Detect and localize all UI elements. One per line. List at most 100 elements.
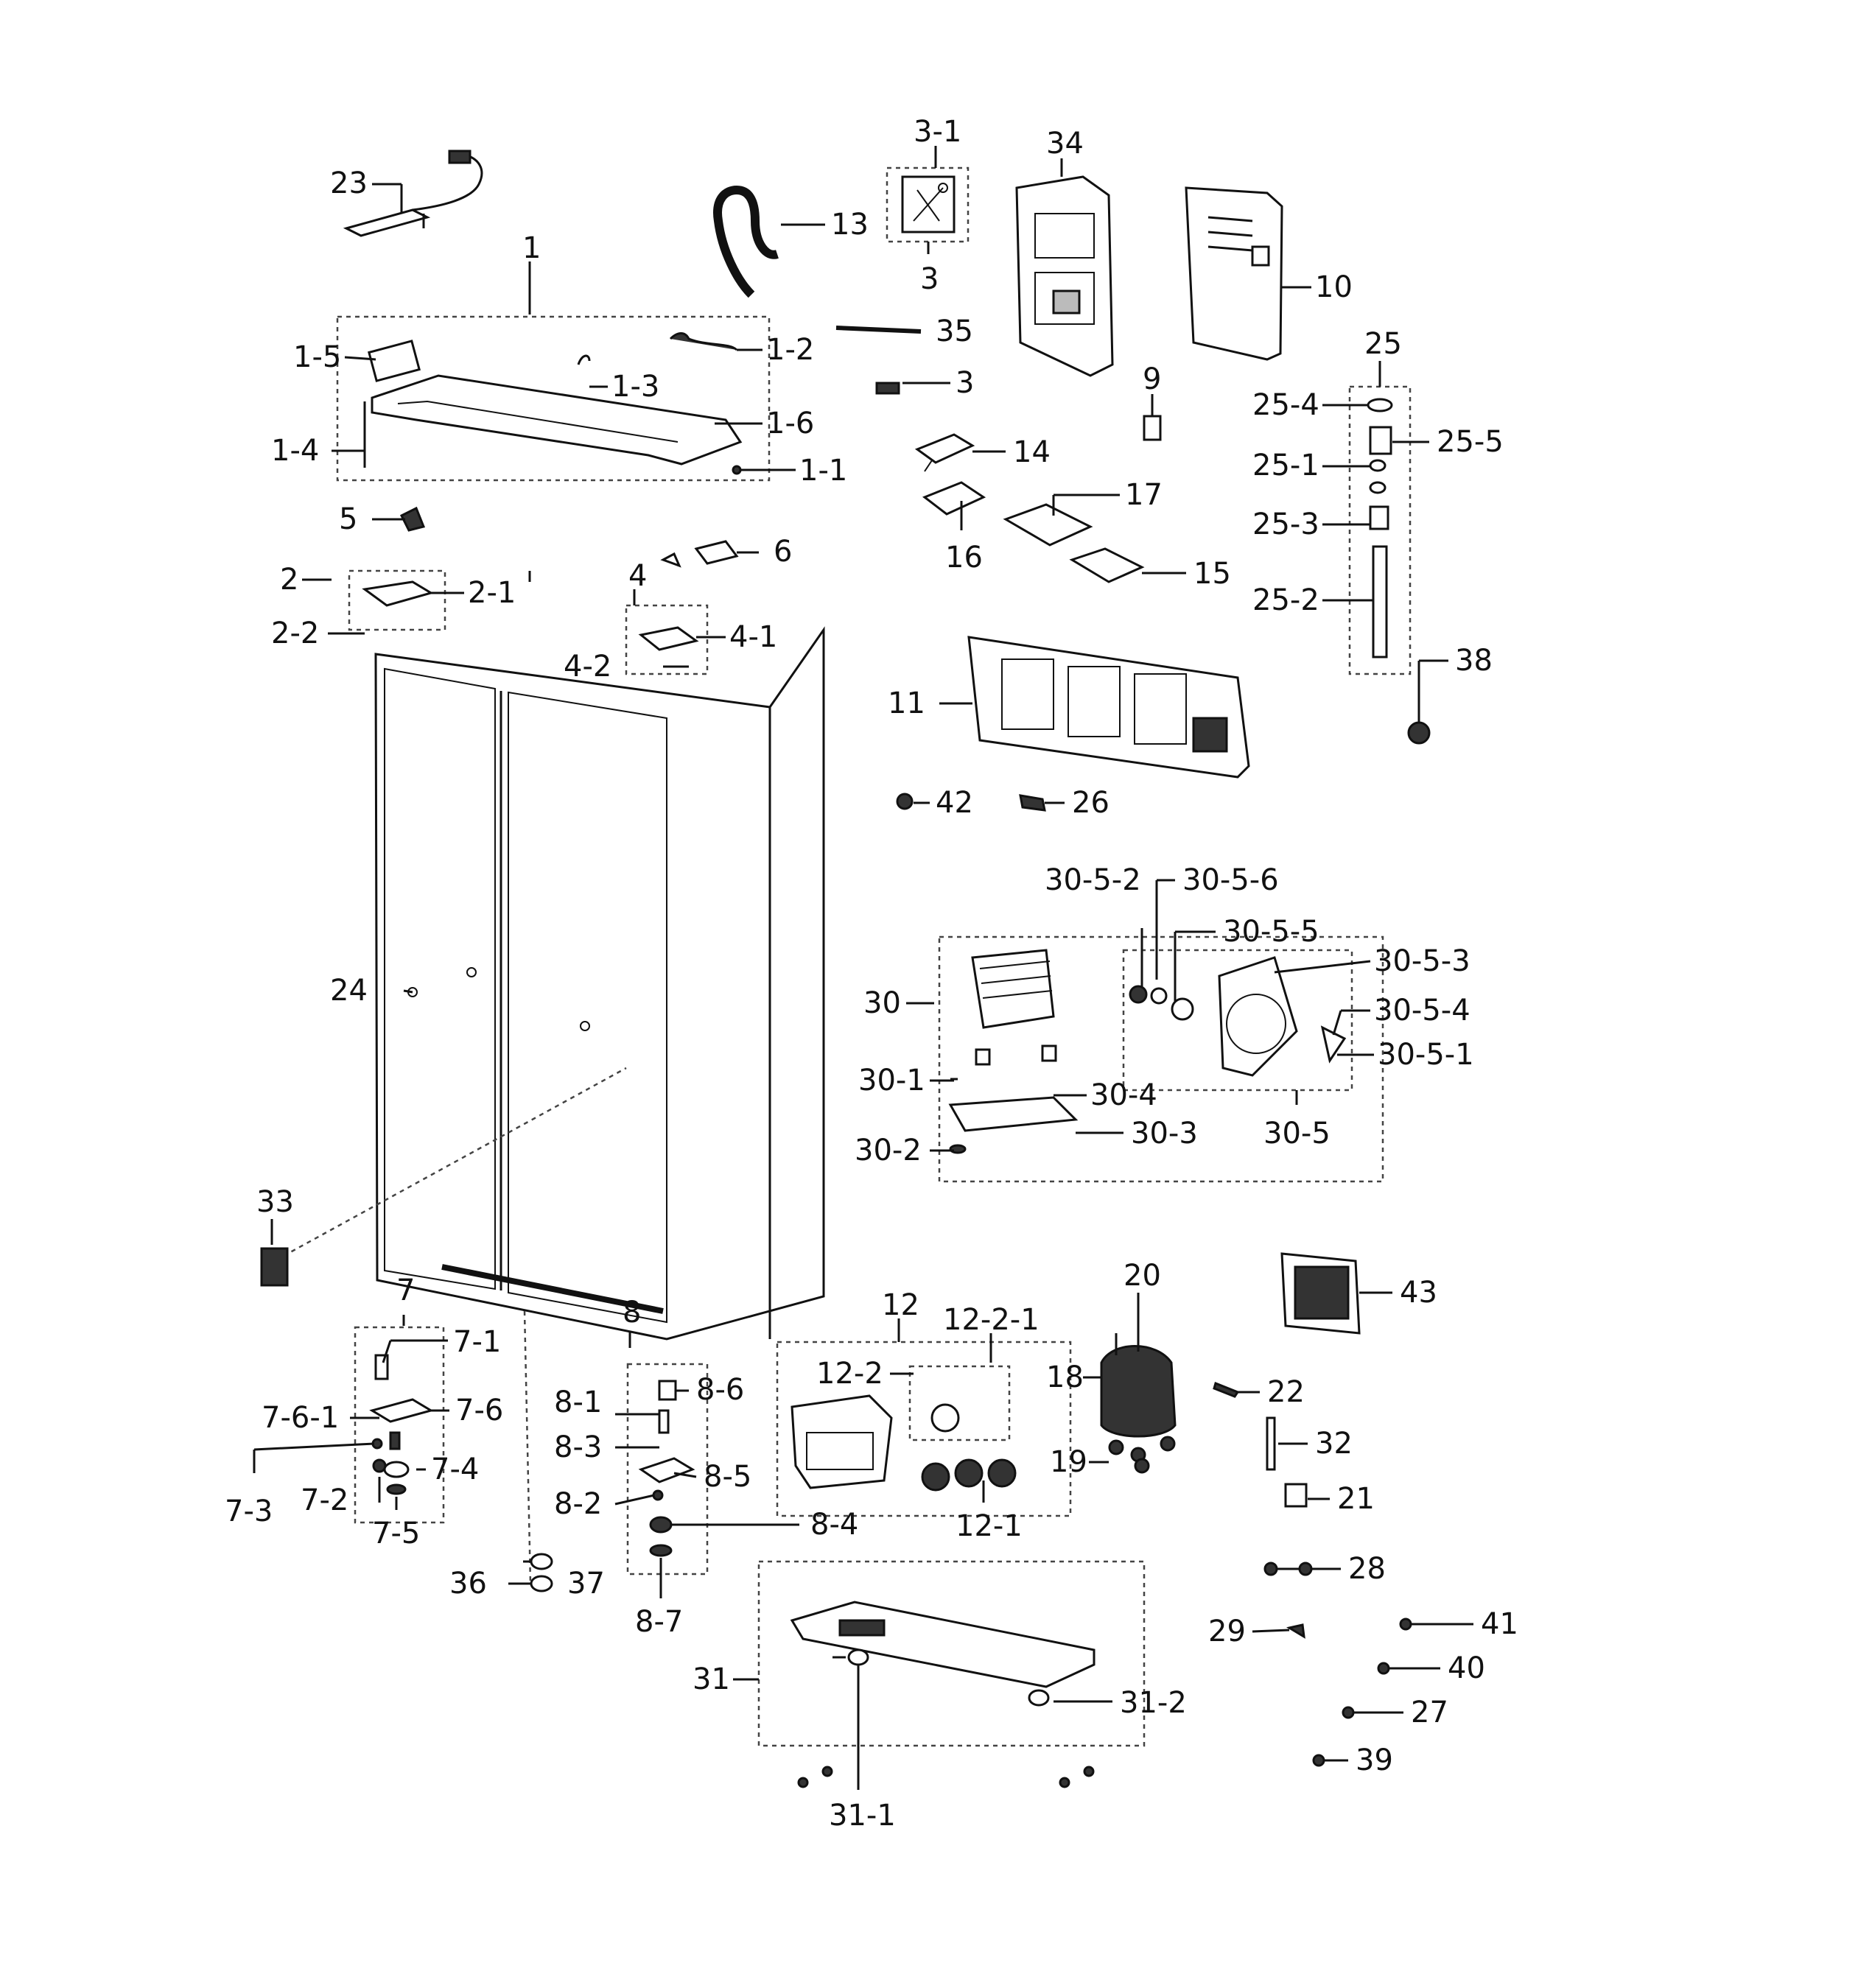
bracket-9 xyxy=(1143,415,1162,441)
label-2: 2 xyxy=(280,563,298,597)
label-11: 11 xyxy=(888,686,925,720)
label-8: 8 xyxy=(623,1296,641,1330)
label-7-5: 7-5 xyxy=(372,1517,420,1550)
hinge-2 xyxy=(362,580,434,607)
label-10: 10 xyxy=(1315,270,1353,304)
group-box-7 xyxy=(354,1326,445,1524)
label-30-5-4: 30-5-4 xyxy=(1374,994,1470,1028)
label-7-6: 7-6 xyxy=(455,1394,503,1427)
holder-16 xyxy=(922,481,986,516)
hinge-6b xyxy=(660,552,681,568)
label-30-5: 30-5 xyxy=(1263,1117,1331,1151)
screw-39 xyxy=(1312,1754,1325,1767)
label-7-1: 7-1 xyxy=(453,1325,501,1359)
label-3-mid: 3 xyxy=(956,366,974,400)
hose-13 xyxy=(713,185,779,298)
label-12-2: 12-2 xyxy=(816,1357,883,1391)
bracket-14 xyxy=(914,433,975,472)
compressor-18 xyxy=(1100,1330,1177,1474)
label-13: 13 xyxy=(831,208,869,242)
label-25-3: 25-3 xyxy=(1252,507,1319,541)
label-4: 4 xyxy=(628,559,647,593)
rod-35 xyxy=(835,326,922,334)
power-cord-23 xyxy=(343,150,483,237)
label-34: 34 xyxy=(1046,127,1084,161)
grid-33 xyxy=(260,1247,289,1287)
label-17: 17 xyxy=(1125,478,1163,512)
group-box-30-5 xyxy=(1122,949,1353,1092)
label-27: 27 xyxy=(1411,1696,1448,1729)
label-25-5: 25-5 xyxy=(1437,425,1504,459)
label-39: 39 xyxy=(1356,1743,1393,1777)
label-12-1: 12-1 xyxy=(956,1509,1023,1543)
label-8-3: 8-3 xyxy=(554,1430,602,1464)
label-1-3: 1-3 xyxy=(611,370,659,404)
label-6: 6 xyxy=(774,535,792,569)
label-8-1: 8-1 xyxy=(554,1385,602,1419)
label-22: 22 xyxy=(1267,1375,1305,1409)
cabinet-24 xyxy=(283,626,825,1584)
nut-42 xyxy=(896,793,914,810)
label-2-1: 2-1 xyxy=(468,576,516,610)
label-8-6: 8-6 xyxy=(696,1373,744,1407)
group-box-30 xyxy=(938,935,1384,1183)
fan-motor-30-5 xyxy=(1129,956,1347,1077)
label-8-7: 8-7 xyxy=(635,1605,683,1639)
group-box-1 xyxy=(336,315,771,482)
hinge-6 xyxy=(694,540,739,565)
control-box-34 xyxy=(1015,175,1114,377)
label-30-1: 30-1 xyxy=(858,1064,925,1097)
label-7-6-1: 7-6-1 xyxy=(262,1401,339,1435)
label-15: 15 xyxy=(1193,557,1231,591)
label-4-1: 4-1 xyxy=(729,620,777,654)
label-5: 5 xyxy=(339,502,357,536)
label-30: 30 xyxy=(863,986,901,1020)
label-25: 25 xyxy=(1364,327,1402,361)
board-15 xyxy=(1069,547,1145,583)
label-41: 41 xyxy=(1481,1607,1518,1641)
label-14: 14 xyxy=(1013,435,1051,469)
label-31: 31 xyxy=(693,1662,730,1696)
control-module-12 xyxy=(790,1394,1017,1492)
wrench-icon-3-1 xyxy=(901,175,956,233)
part-26 xyxy=(1019,794,1046,812)
feet-36-37 xyxy=(508,1553,553,1592)
leader-lines xyxy=(253,146,1473,1790)
connector-3 xyxy=(875,382,900,395)
label-2-2: 2-2 xyxy=(271,617,319,650)
hinge-4 xyxy=(638,626,699,651)
label-43: 43 xyxy=(1400,1276,1437,1310)
label-35: 35 xyxy=(936,315,973,348)
label-25-4: 25-4 xyxy=(1252,388,1319,422)
group-box-8 xyxy=(626,1363,709,1576)
hinge-pin-5 xyxy=(399,506,426,532)
label-25-1: 25-1 xyxy=(1252,449,1319,482)
tube-32 xyxy=(1266,1416,1276,1471)
group-box-2 xyxy=(348,569,446,631)
callout-labels: 1 1-1 1-2 1-3 1-4 1-5 1-6 2 2-1 2-2 3-1 … xyxy=(225,115,1518,1833)
label-30-5-1: 30-5-1 xyxy=(1378,1038,1474,1072)
label-3-top: 3 xyxy=(920,262,939,296)
box-21 xyxy=(1284,1483,1308,1508)
label-9: 9 xyxy=(1143,362,1161,396)
screw-27 xyxy=(1342,1706,1355,1719)
label-7: 7 xyxy=(396,1274,415,1307)
top-cover-1 xyxy=(363,332,743,475)
label-7-4: 7-4 xyxy=(431,1453,479,1486)
label-37: 37 xyxy=(567,1567,605,1601)
label-30-5-5: 30-5-5 xyxy=(1223,915,1319,949)
cover-panel-10 xyxy=(1185,186,1283,361)
label-30-3: 30-3 xyxy=(1131,1117,1198,1151)
label-21: 21 xyxy=(1337,1482,1375,1516)
label-12: 12 xyxy=(882,1288,919,1322)
filter-25 xyxy=(1367,398,1431,745)
label-28: 28 xyxy=(1348,1552,1386,1586)
base-plate-31 xyxy=(790,1601,1095,1788)
label-30-5-3: 30-5-3 xyxy=(1374,944,1470,978)
label-24: 24 xyxy=(330,974,368,1008)
part-drawings xyxy=(260,150,1431,1788)
evaporator-30 xyxy=(948,949,1079,1154)
label-1-5: 1-5 xyxy=(293,340,341,374)
label-38: 38 xyxy=(1455,644,1493,678)
